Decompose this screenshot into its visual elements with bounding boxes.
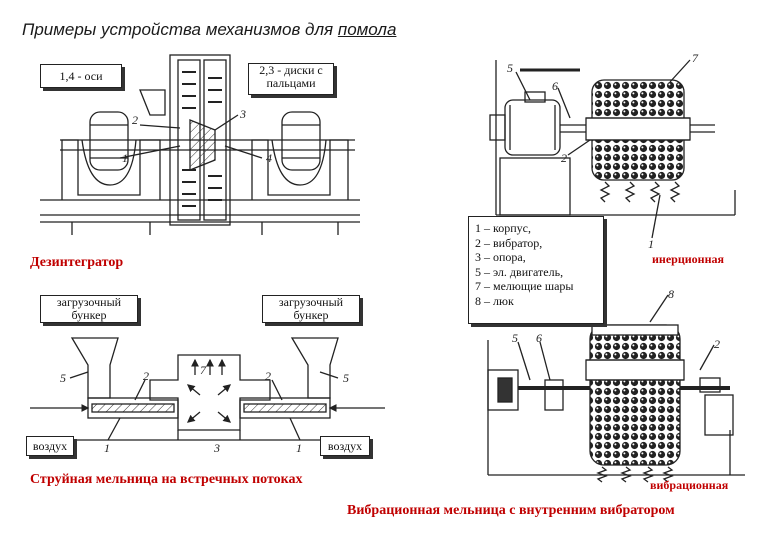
- legend-item: 7 – мелющие шары: [475, 279, 574, 293]
- vib-bot-num-5: 5: [512, 331, 518, 345]
- hopper-left-label: загрузочный бункер: [40, 295, 138, 323]
- jet-mill-caption: Струйная мельница на встречных потоках: [30, 472, 303, 487]
- air-left-label: воздух: [26, 436, 74, 456]
- jet-mill-drawing: [30, 337, 385, 441]
- jet-num-1-left: 1: [104, 441, 110, 455]
- vib-bot-num-6: 6: [536, 331, 542, 345]
- legend-item: 2 – вибратор,: [475, 235, 543, 250]
- dis-num-2: 2: [132, 113, 138, 127]
- jet-num-3: 3: [213, 441, 220, 455]
- jet-num-5-right: 5: [343, 371, 349, 385]
- inertial-label: инерционная: [652, 252, 724, 266]
- vib-top-num-7: 7: [692, 51, 699, 65]
- dis-num-4: 4: [266, 151, 272, 165]
- jet-num-2-right: 2: [265, 369, 271, 383]
- dis-num-1: 1: [122, 151, 128, 165]
- page-title: Примеры устройства механизмов для помола: [22, 20, 397, 39]
- jet-num-2-left: 2: [143, 369, 149, 383]
- vib-top-num-1: 1: [648, 237, 654, 251]
- inertial-mill-drawing: [489, 59, 736, 239]
- vib-top-num-6: 6: [552, 79, 558, 93]
- vibrational-label: вибрационная: [650, 478, 729, 492]
- vib-top-num-5: 5: [507, 61, 513, 75]
- disintegrator-caption: Дезинтегратор: [30, 255, 124, 270]
- air-right-label: воздух: [320, 436, 370, 456]
- legend-item: 5 – эл. двигатель,: [475, 264, 564, 279]
- legend-item: 8 – люк: [475, 293, 514, 308]
- legend-item: 1 – корпус,: [475, 221, 531, 235]
- dis-num-3: 3: [239, 107, 246, 121]
- vibration-mill-legend: 1 – корпус, 2 – вибратор, 3 – опора, 5 –…: [468, 216, 604, 324]
- label-axes: 1,4 - оси: [40, 64, 122, 88]
- legend-item: 3 – опора,: [475, 250, 526, 264]
- jet-num-5-left: 5: [60, 371, 66, 385]
- hopper-right-label: загрузочный бункер: [262, 295, 360, 323]
- jet-num-1-right: 1: [296, 441, 302, 455]
- vib-bot-num-8: 8: [668, 287, 674, 301]
- vib-top-num-2: 2: [561, 151, 567, 165]
- disintegrator-drawing: [40, 54, 360, 235]
- title-underlined-word: помола: [337, 20, 397, 39]
- vibrational-mill-drawing: [487, 294, 745, 483]
- label-disks: 2,3 - диски с пальцами: [248, 63, 334, 95]
- vib-bot-num-2: 2: [714, 337, 720, 351]
- jet-num-7: 7: [200, 363, 207, 377]
- vibration-mill-caption: Вибрационная мельница с внутренним вибра…: [347, 503, 675, 518]
